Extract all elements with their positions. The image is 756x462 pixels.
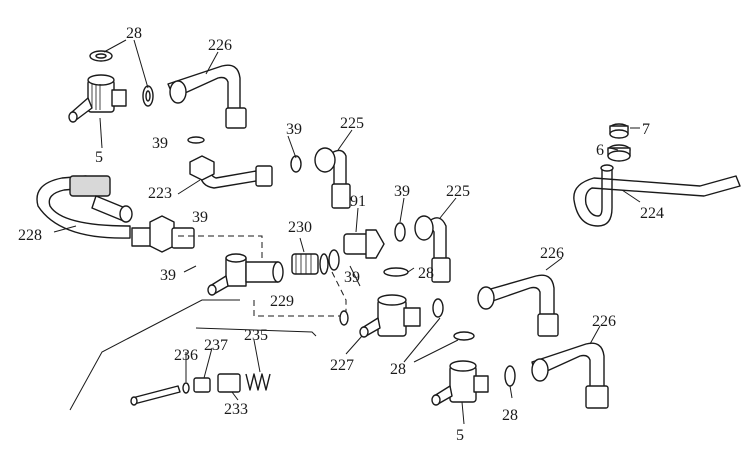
callout-5: 5 [95, 149, 103, 166]
callout-labels: 28 226 5 39 39 225 223 7 6 224 228 39 23… [18, 25, 664, 444]
callout-39: 39 [192, 209, 208, 226]
callout-225: 225 [340, 115, 364, 132]
fitting-230 [291, 253, 319, 275]
callout-28: 28 [502, 407, 518, 424]
pipe-224 [573, 167, 741, 227]
callout-236: 236 [174, 347, 198, 364]
valve-assembly-bottom-right [431, 342, 609, 409]
callout-39: 39 [344, 269, 360, 286]
callout-39: 39 [160, 267, 176, 284]
callout-230: 230 [288, 219, 312, 236]
callout-39: 39 [152, 135, 168, 152]
main-assembly-left [36, 175, 451, 317]
callout-226: 226 [592, 313, 616, 330]
callout-229: 229 [270, 293, 294, 310]
callout-39: 39 [286, 121, 302, 138]
callout-233: 233 [224, 401, 248, 418]
callout-28: 28 [390, 361, 406, 378]
cartridge-parts [69, 299, 317, 411]
callout-39: 39 [394, 183, 410, 200]
callout-5: 5 [456, 427, 464, 444]
seal-237 [193, 377, 211, 393]
callout-228: 228 [18, 227, 42, 244]
callout-237: 237 [204, 337, 228, 354]
callout-6: 6 [596, 142, 604, 159]
callout-7: 7 [642, 121, 650, 138]
body-233 [217, 373, 241, 393]
spring-235 [245, 373, 271, 391]
callout-227: 227 [330, 357, 354, 374]
callout-235: 235 [244, 327, 268, 344]
callout-226: 226 [540, 245, 564, 262]
callout-28: 28 [418, 265, 434, 282]
pipe-assembly-224 [573, 123, 741, 227]
callout-225: 225 [446, 183, 470, 200]
callout-223: 223 [148, 185, 172, 202]
leader-lines [53, 39, 641, 425]
valve-assembly-227 [339, 274, 559, 341]
pin-236 [131, 385, 181, 405]
callout-91: 91 [350, 193, 366, 210]
callout-226: 226 [208, 37, 232, 54]
callout-224: 224 [640, 205, 664, 222]
callout-28: 28 [126, 25, 142, 42]
valve-assembly-top-left [68, 50, 247, 129]
pipe-assembly-middle [187, 136, 351, 209]
